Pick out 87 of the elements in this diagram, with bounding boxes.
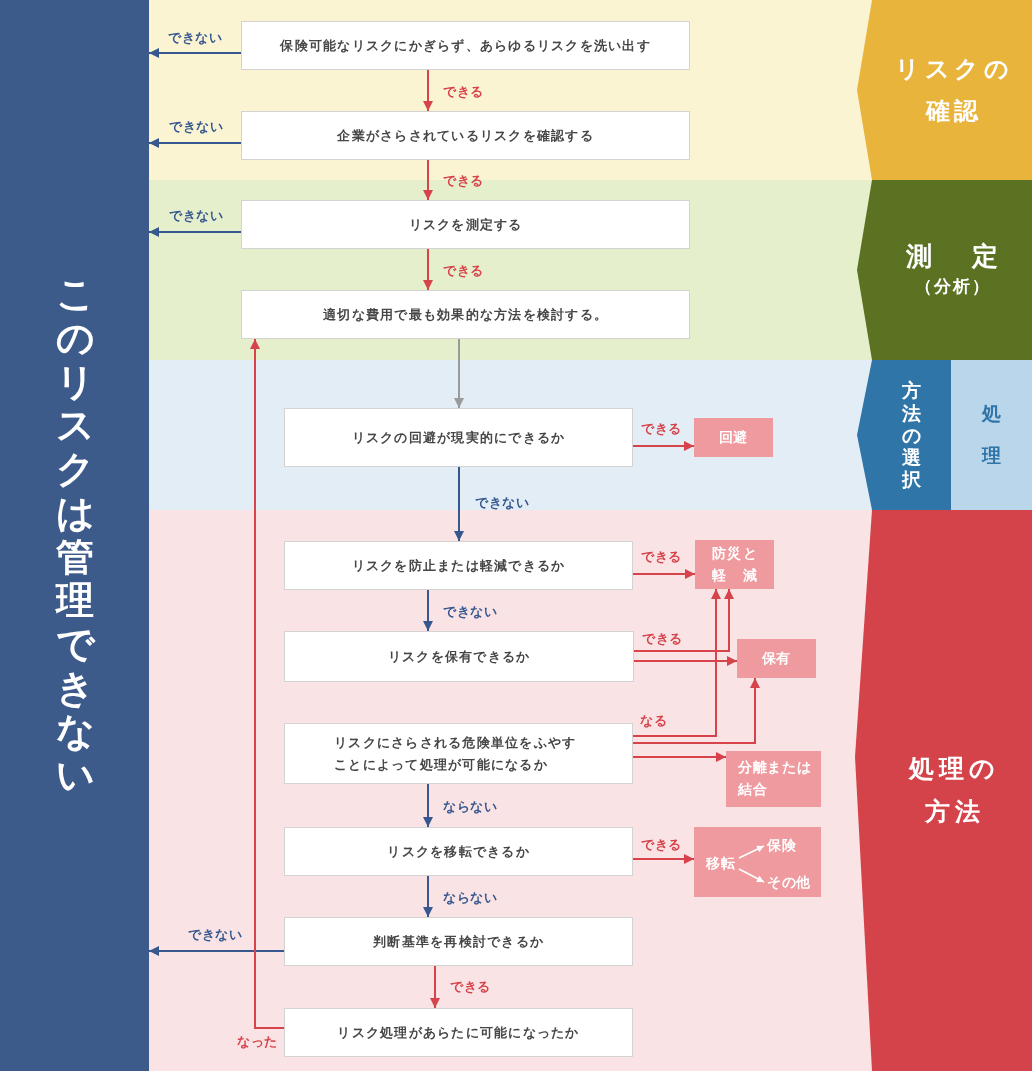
edge-label: できる	[443, 264, 484, 277]
stage-title: リスクの確認	[893, 54, 1015, 127]
result-label: その他	[764, 872, 814, 892]
edge-label: なる	[640, 714, 668, 727]
box-text: リスクを測定する	[408, 215, 523, 234]
result-box	[694, 418, 773, 457]
box-text: リスクを保有できるか	[387, 647, 531, 666]
result-label: 防災と軽減	[712, 543, 757, 585]
edge-label: できる	[642, 632, 683, 645]
process-box	[284, 541, 633, 590]
result-label: 分離または結合	[738, 758, 813, 799]
arrow	[148, 227, 242, 237]
box-text: リスクを防止または軽減できるか	[351, 556, 566, 575]
process-box	[284, 827, 633, 876]
result-box	[726, 751, 821, 807]
arrow	[633, 588, 734, 652]
edge-label: できる	[641, 422, 682, 435]
arrow	[454, 466, 464, 542]
box-text: リスクを移転できるか	[387, 842, 530, 861]
stage-band	[149, 510, 1032, 1071]
arrow	[632, 752, 727, 762]
stage-title: （分析）	[913, 275, 993, 299]
process-box	[284, 1008, 633, 1057]
box-text: 判断基準を再検討できるか	[373, 932, 544, 951]
side-panel	[0, 0, 149, 1071]
arrow	[423, 69, 433, 112]
box-text: リスクにさらされる危険単位をふやすことによって処理が可能になるか	[334, 734, 578, 774]
edge-label: できない	[475, 496, 530, 509]
process-box	[241, 111, 690, 160]
result-label: 保有	[761, 648, 792, 668]
result-box	[694, 827, 821, 897]
arrow	[423, 589, 433, 632]
edge-label: ならない	[443, 891, 498, 904]
arrow	[633, 656, 738, 666]
box-text: 企業がさらされているリスクを確認する	[337, 126, 594, 145]
process-box	[241, 200, 690, 249]
arrow	[250, 338, 285, 1029]
arrow	[738, 845, 765, 859]
edge-label: ならない	[443, 800, 498, 813]
arrow	[423, 875, 433, 918]
arrow	[632, 569, 696, 579]
stage-band	[149, 360, 1032, 510]
process-box	[284, 917, 633, 966]
result-label: 保険	[764, 835, 800, 854]
arrow	[632, 854, 695, 864]
edge-label: できる	[641, 838, 682, 851]
edge-label: できない	[168, 31, 223, 44]
edge-label: なった	[237, 1035, 278, 1048]
box-text: リスクの回避が現実的にできるか	[351, 428, 566, 447]
panel-title: このリスクは管理できない	[55, 273, 94, 798]
arrow	[148, 48, 242, 58]
arrow	[148, 138, 242, 148]
arrow	[430, 965, 440, 1009]
edge-label: できる	[450, 980, 491, 993]
arrow	[632, 441, 695, 451]
edge-label: できる	[443, 174, 484, 187]
edge-label: できない	[169, 120, 224, 133]
result-box	[695, 540, 774, 589]
arrow	[632, 677, 760, 744]
edge-label: できる	[641, 550, 682, 563]
process-box	[284, 631, 634, 682]
result-box	[737, 639, 816, 678]
edge-label: できる	[443, 85, 484, 98]
arrow	[423, 248, 433, 291]
result-label: 移転	[703, 853, 739, 873]
box-text: 適切な費用で最も効果的な方法を検討する。	[323, 305, 608, 324]
box-text: リスク処理があらたに可能になったか	[337, 1023, 580, 1042]
process-box	[284, 408, 633, 467]
arrow	[423, 783, 433, 828]
arrow	[423, 159, 433, 201]
box-text: 保険可能なリスクにかぎらず、あらゆるリスクを洗い出す	[280, 36, 651, 55]
edge-label: できない	[169, 209, 224, 222]
arrow	[632, 588, 721, 737]
arrow	[738, 868, 765, 883]
stage-title: 方法の選択	[902, 379, 921, 491]
column-title: 処理	[982, 401, 1001, 468]
stage-title: 測定	[905, 239, 999, 273]
arrow	[454, 338, 464, 409]
side-column	[951, 360, 1032, 510]
edge-label: できない	[188, 928, 243, 941]
arrow	[148, 946, 285, 956]
edge-label: できない	[443, 605, 498, 618]
process-box	[284, 723, 633, 784]
process-box	[241, 21, 690, 70]
process-box	[241, 290, 690, 339]
result-label: 回避	[718, 427, 749, 447]
stage-title: 処理の方法	[907, 753, 1001, 828]
